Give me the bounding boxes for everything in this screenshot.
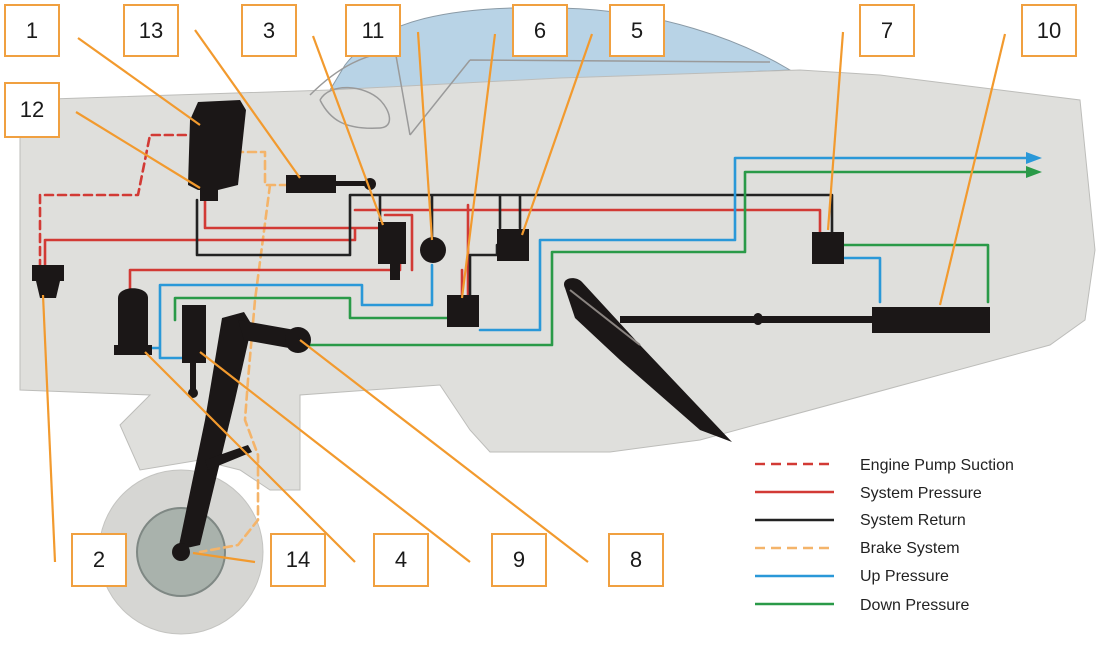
callouts: 1 13 3 11 6 5 7 10 (4, 4, 1077, 587)
callout-1: 1 (4, 4, 60, 57)
flap-actuator-rod (620, 316, 874, 323)
callout-7: 7 (859, 4, 915, 57)
hydraulic-lines (38, 133, 1042, 554)
callout-2-label: 2 (93, 547, 105, 572)
callout-11-label: 11 (362, 18, 385, 43)
landing-gear-cylinder-end (188, 388, 198, 398)
legend-item-engine-pump-suction: Engine Pump Suction (755, 457, 1014, 474)
cockpit-line (409, 59, 771, 136)
callout-14: 14 (270, 533, 326, 587)
reservoir-component (32, 265, 64, 281)
leader-9 (199, 351, 471, 563)
legend-label-engine-pump-suction: Engine Pump Suction (860, 457, 1014, 474)
callout-2: 2 (71, 533, 127, 587)
callout-3-label: 3 (263, 18, 275, 43)
callout-9-label: 9 (513, 547, 525, 572)
legend-item-system-pressure: System Pressure (755, 485, 982, 502)
callout-8-label: 8 (630, 547, 642, 572)
brake-rod (336, 181, 370, 186)
leader-lines (41, 29, 1007, 564)
callout-13: 13 (123, 4, 179, 57)
callout-5-label: 5 (631, 18, 643, 43)
callout-12-label: 12 (20, 97, 44, 122)
leader-5 (520, 33, 594, 236)
arrowhead-down-pressure (1026, 166, 1042, 178)
legend-item-system-return: System Return (755, 512, 966, 529)
line-engine-pump-suction (38, 133, 194, 270)
callout-3: 3 (241, 4, 297, 57)
leader-13 (194, 29, 301, 179)
wheel-axle (172, 543, 190, 561)
arrowhead-up-pressure (1026, 152, 1042, 164)
line-brake-system (198, 150, 290, 554)
leader-4 (144, 351, 356, 563)
callout-11: 11 (345, 4, 401, 57)
leader-7 (826, 31, 845, 231)
selector-valve-base (390, 262, 400, 280)
callout-13-label: 13 (139, 18, 163, 43)
landing-gear-strut (178, 312, 252, 550)
callout-12: 12 (4, 82, 60, 138)
leader-6 (460, 33, 497, 299)
engine-pump-component (188, 100, 246, 190)
line-system-return (195, 193, 834, 300)
callout-4-label: 4 (395, 547, 407, 572)
flap-rod-joint (753, 313, 763, 325)
legend-label-system-pressure: System Pressure (860, 485, 982, 502)
flap-actuator-10 (872, 307, 990, 333)
legend-item-down-pressure: Down Pressure (755, 597, 969, 614)
leader-10 (938, 33, 1007, 306)
leader-1 (77, 37, 201, 126)
callout-7-label: 7 (881, 18, 893, 43)
callout-10-label: 10 (1037, 18, 1061, 43)
callout-8: 8 (608, 533, 664, 587)
pressure-gauge (420, 237, 446, 263)
leader-14 (192, 551, 256, 564)
landing-gear-arm (238, 320, 300, 350)
legend-item-brake-system: Brake System (755, 540, 960, 557)
legend-label-up-pressure: Up Pressure (860, 568, 949, 585)
callout-6: 6 (512, 4, 568, 57)
callout-5: 5 (609, 4, 665, 57)
line-up-pressure (118, 156, 1037, 360)
callout-4: 4 (373, 533, 429, 587)
landing-gear-pivot-8 (285, 327, 311, 353)
brake-master-cylinder (286, 175, 336, 193)
leader-2 (41, 294, 57, 563)
control-valve-6 (447, 295, 479, 327)
selector-valve (378, 222, 406, 264)
landing-gear-brace (205, 445, 252, 470)
callout-1-label: 1 (26, 18, 38, 43)
callout-10: 10 (1021, 4, 1077, 57)
landing-gear-cylinder-rod (190, 360, 196, 390)
legend: Engine Pump Suction System Pressure Syst… (755, 457, 1014, 614)
callout-9: 9 (491, 533, 547, 587)
accumulator-base (114, 345, 152, 355)
flap-valve-7 (812, 232, 844, 264)
legend-label-down-pressure: Down Pressure (860, 597, 969, 614)
leader-3 (311, 35, 385, 226)
line-down-pressure (173, 170, 1037, 347)
leader-8 (299, 339, 589, 563)
callout-14-label: 14 (286, 547, 310, 572)
line-system-pressure (43, 198, 822, 302)
legend-label-system-return: System Return (860, 512, 966, 529)
components (32, 100, 990, 561)
legend-item-up-pressure: Up Pressure (755, 568, 949, 585)
accumulator-component (118, 288, 148, 350)
leader-12 (75, 111, 201, 189)
wing-flap-highlight (569, 289, 641, 346)
pump-outlet-block (200, 185, 218, 201)
leader-11 (416, 31, 434, 241)
control-valve-5 (497, 229, 529, 261)
legend-label-brake-system: Brake System (860, 540, 960, 557)
reservoir-body (36, 281, 60, 298)
callout-6-label: 6 (534, 18, 546, 43)
